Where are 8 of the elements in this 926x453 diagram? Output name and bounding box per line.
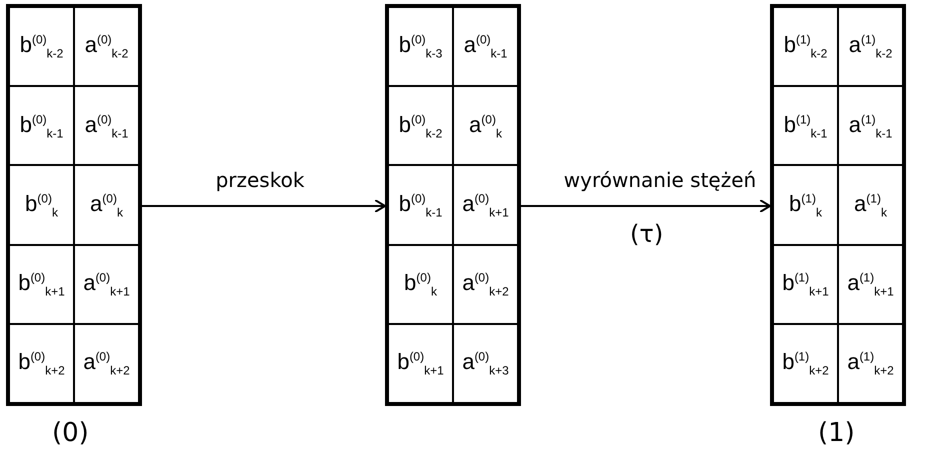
arrow [521,199,771,213]
parameter-label: (τ) [630,220,664,248]
arrow [142,199,386,213]
table-caption: (1) [818,418,855,448]
table-grid [385,4,521,406]
table-grid [6,4,142,406]
table-grid [770,4,906,406]
table-caption: (0) [52,418,89,448]
